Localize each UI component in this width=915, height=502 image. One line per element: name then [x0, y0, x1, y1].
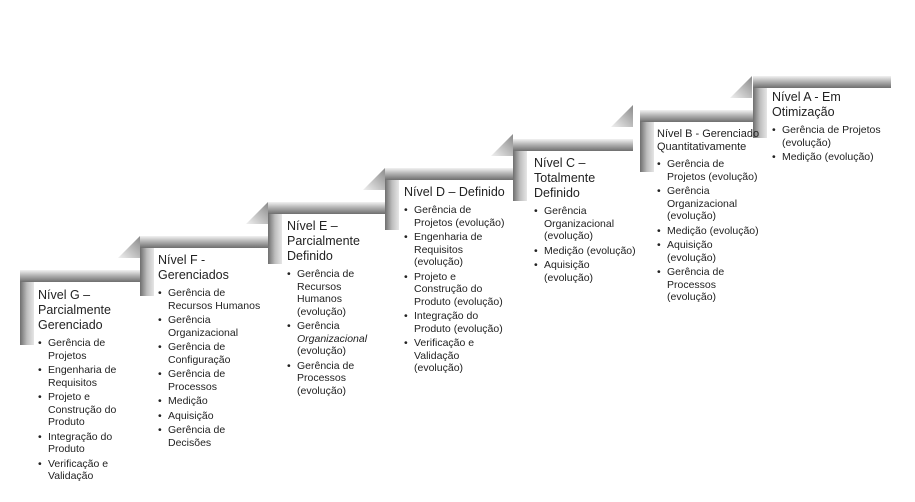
level-g-title: Nível G – Parcialmente Gerenciado — [38, 288, 111, 332]
level-a-list: Gerência de Projetos (evolução) Medição … — [772, 124, 890, 164]
level-f: Nível F - Gerenciados Gerência de Recurs… — [158, 253, 266, 451]
level-e-list: Gerência de Recursos Humanos (evolução) … — [287, 268, 383, 397]
list-item: Gerência de Projetos (evolução) — [772, 124, 890, 149]
list-item: Medição (evolução) — [657, 225, 763, 238]
list-item: Projeto e Construção do Produto (evoluçã… — [404, 271, 510, 309]
list-item: Gerência de Processos (evolução) — [657, 266, 763, 304]
step-f-shape — [140, 202, 268, 296]
list-item: Gerência Organizacional (evolução) — [287, 320, 383, 358]
list-item: Engenharia de Requisitos (evolução) — [404, 231, 510, 269]
step-e-shape — [268, 168, 385, 264]
list-item: Gerência Organizacional — [158, 314, 266, 339]
list-item: Gerência Organizacional (evolução) — [657, 185, 763, 223]
list-item: Gerência de Recursos Humanos (evolução) — [287, 268, 383, 318]
emphasis: Organizacional — [297, 332, 368, 345]
list-item: Gerência de Configuração — [158, 341, 266, 366]
list-item: Gerência de Recursos Humanos — [158, 287, 266, 312]
list-item: Aquisição (evolução) — [534, 259, 638, 284]
level-b-list: Gerência de Projetos (evolução) Gerência… — [657, 158, 763, 304]
level-b-title: Nível B - Gerenciado Quantitativamente — [657, 128, 760, 153]
list-item: Verificação e Validação (evolução) — [404, 337, 510, 375]
level-d: Nível D – Definido Gerência de Projetos … — [404, 185, 510, 377]
list-item: Gerência de Processos (evolução) — [287, 360, 383, 398]
step-g-shape — [20, 236, 140, 345]
step-b-shape — [640, 76, 753, 172]
level-c-title: Nível C – Totalmente Definido — [534, 156, 596, 200]
level-e: Nível E – Parcialmente Definido Gerência… — [287, 219, 383, 399]
level-g: Nível G – Parcialmente Gerenciado Gerênc… — [38, 288, 134, 485]
list-item: Aquisição (evolução) — [657, 239, 763, 264]
list-item: Medição (evolução) — [534, 245, 638, 258]
step-a-shape — [753, 76, 891, 138]
list-item: Gerência Organizacional (evolução) — [534, 205, 638, 243]
list-item: Gerência de Processos — [158, 368, 266, 393]
level-f-list: Gerência de Recursos Humanos Gerência Or… — [158, 287, 266, 449]
list-item: Projeto e Construção do Produto — [38, 391, 134, 429]
list-item: Engenharia de Requisitos — [38, 364, 134, 389]
list-item: Gerência de Projetos (evolução) — [404, 204, 510, 229]
level-g-list: Gerência de Projetos Engenharia de Requi… — [38, 337, 134, 483]
level-b: Nível B - Gerenciado Quantitativamente G… — [657, 128, 763, 306]
level-e-title: Nível E – Parcialmente Definido — [287, 219, 360, 263]
list-item: Aquisição — [158, 410, 266, 423]
list-item: Medição — [158, 395, 266, 408]
level-d-title: Nível D – Definido — [404, 185, 505, 199]
step-d-shape — [385, 134, 513, 230]
level-a: Nível A - Em Otimização Gerência de Proj… — [772, 90, 890, 166]
step-c-shape — [513, 105, 633, 201]
list-item: Integração do Produto — [38, 431, 134, 456]
list-item: Verificação e Validação — [38, 458, 134, 483]
level-d-list: Gerência de Projetos (evolução) Engenhar… — [404, 204, 510, 375]
list-item: Integração do Produto (evolução) — [404, 310, 510, 335]
list-item: Gerência de Decisões — [158, 424, 266, 449]
level-a-title: Nível A - Em Otimização — [772, 90, 841, 119]
list-item: Medição (evolução) — [772, 151, 890, 164]
level-f-title: Nível F - Gerenciados — [158, 253, 229, 282]
level-c: Nível C – Totalmente Definido Gerência O… — [534, 156, 638, 286]
level-c-list: Gerência Organizacional (evolução) Mediç… — [534, 205, 638, 284]
list-item: Gerência de Projetos (evolução) — [657, 158, 763, 183]
list-item: Gerência de Projetos — [38, 337, 134, 362]
